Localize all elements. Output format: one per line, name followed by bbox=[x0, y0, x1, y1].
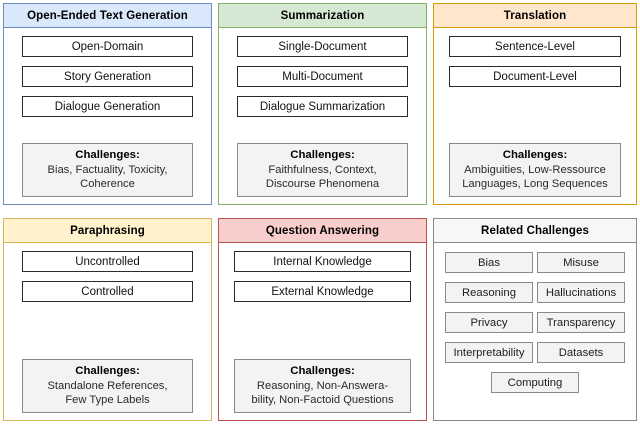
challenges-title: Challenges: bbox=[290, 148, 355, 161]
item-box[interactable]: Dialogue Generation bbox=[22, 96, 193, 117]
challenges-title: Challenges: bbox=[75, 148, 140, 161]
item-box[interactable]: Story Generation bbox=[22, 66, 193, 87]
panel-question-answering: Question Answering Internal Knowledge Ex… bbox=[218, 218, 427, 421]
panel-open-ended-text-generation: Open-Ended Text Generation Open-Domain S… bbox=[3, 3, 212, 205]
panel-translation: Translation Sentence-Level Document-Leve… bbox=[433, 3, 637, 205]
panel-title-open-ended-text-generation: Open-Ended Text Generation bbox=[4, 4, 211, 28]
challenges-box: Challenges: Standalone References, Few T… bbox=[22, 358, 193, 413]
challenge-chip[interactable]: Reasoning bbox=[445, 282, 533, 303]
challenges-line: Languages, Long Sequences bbox=[462, 177, 608, 190]
challenge-chip[interactable]: Datasets bbox=[537, 342, 625, 363]
panel-title-related-challenges: Related Challenges bbox=[434, 219, 636, 243]
item-box[interactable]: Single-Document bbox=[237, 36, 408, 57]
challenges-box: Challenges: Faithfulness, Context, Disco… bbox=[237, 142, 408, 197]
item-box[interactable]: Open-Domain bbox=[22, 36, 193, 57]
challenges-box: Challenges: Ambiguities, Low-Ressource L… bbox=[449, 142, 621, 197]
item-box[interactable]: Sentence-Level bbox=[449, 36, 621, 57]
challenges-title: Challenges: bbox=[290, 364, 355, 377]
challenges-box: Challenges: Bias, Factuality, Toxicity, … bbox=[22, 142, 193, 197]
panel-body-summarization: Single-Document Multi-Document Dialogue … bbox=[219, 28, 426, 204]
panel-title-question-answering: Question Answering bbox=[219, 219, 426, 243]
challenge-chip[interactable]: Transparency bbox=[537, 312, 625, 333]
item-box[interactable]: Document-Level bbox=[449, 66, 621, 87]
item-box[interactable]: Controlled bbox=[22, 281, 193, 302]
challenges-line: Standalone References, bbox=[47, 379, 168, 392]
challenge-chip-row: Computing bbox=[445, 372, 625, 402]
panel-title-paraphrasing: Paraphrasing bbox=[4, 219, 211, 243]
challenges-box: Challenges: Reasoning, Non-Answera- bili… bbox=[234, 358, 411, 413]
challenges-line: Reasoning, Non-Answera- bbox=[256, 379, 389, 392]
challenges-line: bility, Non-Factoid Questions bbox=[251, 393, 394, 406]
challenges-line: Ambiguities, Low-Ressource bbox=[464, 163, 606, 176]
challenge-chip[interactable]: Privacy bbox=[445, 312, 533, 333]
item-box[interactable]: External Knowledge bbox=[234, 281, 411, 302]
panel-paraphrasing: Paraphrasing Uncontrolled Controlled Cha… bbox=[3, 218, 212, 421]
challenge-chip[interactable]: Hallucinations bbox=[537, 282, 625, 303]
panel-related-challenges: Related Challenges Bias Misuse Reasoning… bbox=[433, 218, 637, 421]
related-challenges-grid: Bias Misuse Reasoning Hallucinations Pri… bbox=[434, 243, 636, 420]
challenge-chip[interactable]: Bias bbox=[445, 252, 533, 273]
challenges-title: Challenges: bbox=[502, 148, 568, 161]
panel-body-paraphrasing: Uncontrolled Controlled Challenges: Stan… bbox=[4, 243, 211, 420]
panel-body-question-answering: Internal Knowledge External Knowledge Ch… bbox=[219, 243, 426, 420]
panel-body-open-ended-text-generation: Open-Domain Story Generation Dialogue Ge… bbox=[4, 28, 211, 204]
challenges-line: Discourse Phenomena bbox=[265, 177, 380, 190]
challenges-line: Faithfulness, Context, bbox=[268, 163, 377, 176]
challenge-chip[interactable]: Misuse bbox=[537, 252, 625, 273]
item-box[interactable]: Multi-Document bbox=[237, 66, 408, 87]
challenges-title: Challenges: bbox=[75, 364, 140, 377]
challenges-line: Few Type Labels bbox=[65, 393, 150, 406]
challenge-chip[interactable]: Computing bbox=[491, 372, 579, 393]
item-box[interactable]: Dialogue Summarization bbox=[237, 96, 408, 117]
challenges-line: Bias, Factuality, Toxicity, bbox=[47, 163, 168, 176]
challenges-line: Coherence bbox=[80, 177, 135, 190]
challenge-chip[interactable]: Interpretability bbox=[445, 342, 533, 363]
panel-title-translation: Translation bbox=[434, 4, 636, 28]
panel-summarization: Summarization Single-Document Multi-Docu… bbox=[218, 3, 427, 205]
panel-title-summarization: Summarization bbox=[219, 4, 426, 28]
panel-body-translation: Sentence-Level Document-Level Challenges… bbox=[434, 28, 636, 204]
item-box[interactable]: Internal Knowledge bbox=[234, 251, 411, 272]
item-box[interactable]: Uncontrolled bbox=[22, 251, 193, 272]
